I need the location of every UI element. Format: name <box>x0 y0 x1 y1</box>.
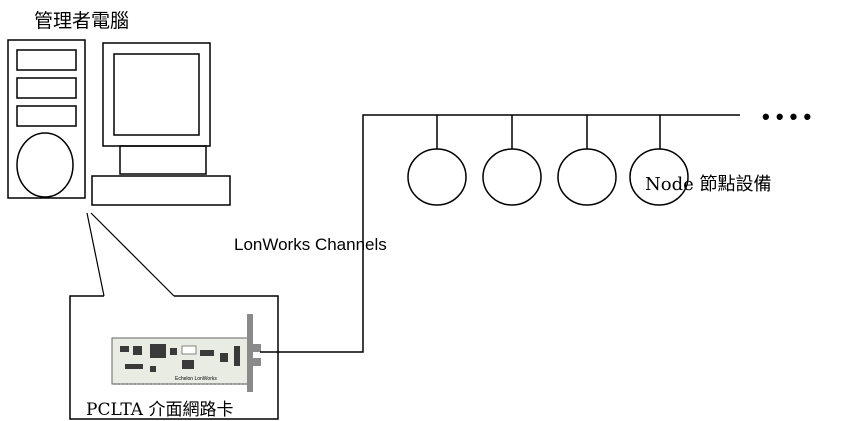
card-label: PCLTA 介面網路卡 <box>86 400 233 420</box>
computer-label: 管理者電腦 <box>34 10 129 32</box>
network-card-image: Echelon LonWorks <box>112 314 261 392</box>
computer-keyboard <box>92 176 230 205</box>
card-print-text: Echelon LonWorks <box>175 376 217 382</box>
node-drops <box>437 115 660 150</box>
computer-tower <box>8 40 85 198</box>
node-device <box>408 149 466 205</box>
continuation-dots: • • • • <box>762 104 811 129</box>
computer-monitor <box>103 43 210 174</box>
channel-label: LonWorks Channels <box>234 235 387 254</box>
node-device <box>558 149 616 205</box>
node-label: Node 節點設備 <box>645 174 771 195</box>
node-device <box>483 149 541 205</box>
zoom-lines <box>87 213 174 296</box>
